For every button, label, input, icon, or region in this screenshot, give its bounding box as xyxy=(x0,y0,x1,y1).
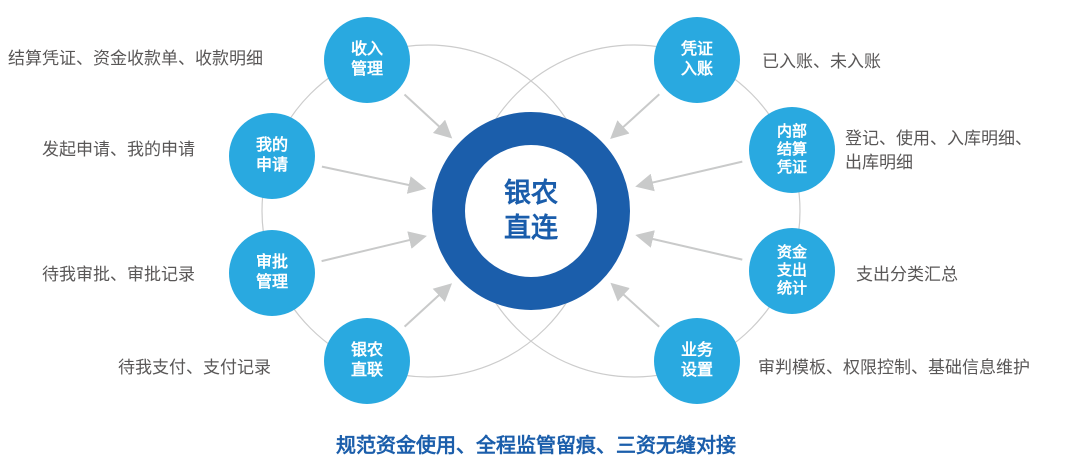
arrow-internalsettlement-to-center xyxy=(635,160,743,192)
center-circle: 银农 直连 xyxy=(432,112,630,310)
arrow-myapplication-to-center xyxy=(321,165,427,194)
node-approval-management: 审批 管理 xyxy=(229,230,315,316)
desc-my-application: 发起申请、我的申请 xyxy=(42,140,195,159)
arrow-income-to-center xyxy=(403,93,453,139)
arrow-lines xyxy=(321,93,743,328)
node-voucher-entry: 凭证 入账 xyxy=(654,17,740,103)
desc-approval-management: 待我审批、审批记录 xyxy=(42,265,195,284)
arrow-expenditurestats-to-center xyxy=(635,230,743,261)
node-business-settings: 业务 设置 xyxy=(654,318,740,404)
node-expenditure-stats: 资金 支出 统计 xyxy=(749,228,835,314)
bottom-caption: 规范资金使用、全程监管留痕、三资无缝对接 xyxy=(336,435,736,457)
node-income-management: 收入 管理 xyxy=(324,17,410,103)
arrow-bankdirect-to-center xyxy=(403,283,453,328)
desc-income-management: 结算凭证、资金收款单、收款明细 xyxy=(8,49,263,68)
node-internal-settlement: 内部 结算 凭证 xyxy=(749,107,835,193)
arrow-voucherentry-to-center xyxy=(610,93,660,139)
center-label: 银农 直连 xyxy=(504,178,558,243)
arrow-approval-to-center xyxy=(321,231,427,263)
arrow-businesssettings-to-center xyxy=(610,282,660,328)
desc-business-settings: 审判模板、权限控制、基础信息维护 xyxy=(758,358,1030,377)
desc-expenditure-stats: 支出分类汇总 xyxy=(856,265,958,284)
desc-voucher-entry: 已入账、未入账 xyxy=(762,52,881,71)
desc-internal-settlement: 登记、使用、入库明细、 出库明细 xyxy=(845,129,1032,172)
node-my-application: 我的 申请 xyxy=(229,113,315,199)
node-bank-agri-direct: 银农 直联 xyxy=(324,318,410,404)
desc-bank-agri-direct: 待我支付、支付记录 xyxy=(118,358,271,377)
